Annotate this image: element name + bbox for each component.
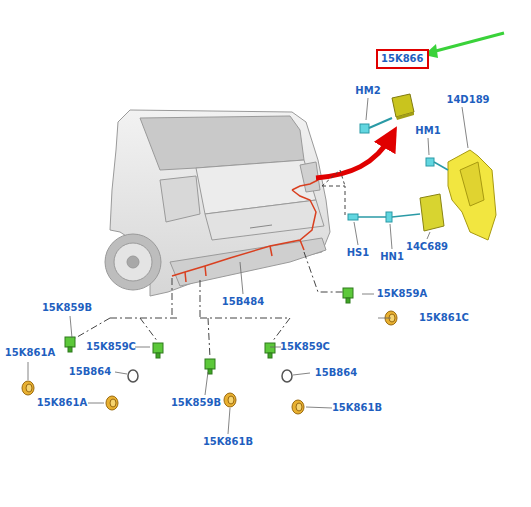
- connector: [322, 170, 420, 222]
- callout-arrow: [424, 33, 504, 58]
- sensor-housing: [265, 343, 275, 358]
- sensor-housing: [153, 343, 163, 358]
- part-number: HM2: [355, 85, 380, 97]
- part-number: 14D189: [446, 94, 489, 106]
- part-number: HN1: [380, 251, 404, 263]
- part-number: 15K859A: [377, 288, 427, 300]
- part-number: 15K861A: [5, 347, 55, 359]
- sensor-housing: [205, 359, 215, 374]
- bracket-face: [460, 162, 484, 206]
- part-number: 14C689: [406, 241, 448, 253]
- connector: [426, 158, 448, 170]
- o-ring: [282, 370, 292, 382]
- bracket: [448, 150, 496, 240]
- exploded-leader: [72, 252, 343, 358]
- sensor-bezel: [106, 396, 118, 410]
- vehicle: [105, 110, 330, 296]
- part-number: 15B864: [315, 367, 357, 379]
- callout-box: 15K866: [376, 49, 429, 69]
- label-leaders: [28, 98, 468, 434]
- part-number: 15K861C: [419, 312, 469, 324]
- connector: [360, 118, 392, 133]
- sensor-housing: [65, 337, 75, 352]
- part-number: 15B484: [222, 296, 264, 308]
- wiring-harness: [172, 180, 318, 282]
- part-number: 15K859B: [42, 302, 92, 314]
- part-number: HS1: [347, 247, 370, 259]
- part-number: 15K866: [381, 53, 424, 65]
- part-number: 15K861B: [332, 402, 382, 414]
- sensor-bezel: [22, 381, 34, 395]
- parking-sensors: [22, 288, 397, 414]
- sensor-bezel: [224, 393, 236, 407]
- control-module: [392, 94, 414, 120]
- part-number: 15K861A: [37, 397, 87, 409]
- location-arrow: [316, 135, 392, 178]
- part-number: 15B864: [69, 366, 111, 378]
- part-number: 15K861B: [203, 436, 253, 448]
- sensor-housing: [343, 288, 353, 303]
- part-number: 15K859C: [86, 341, 136, 353]
- part-number: HM1: [415, 125, 440, 137]
- part-number: 15K859B: [171, 397, 221, 409]
- control-module: [420, 194, 444, 231]
- sensor-bezel: [292, 400, 304, 414]
- o-ring: [128, 370, 138, 382]
- part-number: 15K859C: [280, 341, 330, 353]
